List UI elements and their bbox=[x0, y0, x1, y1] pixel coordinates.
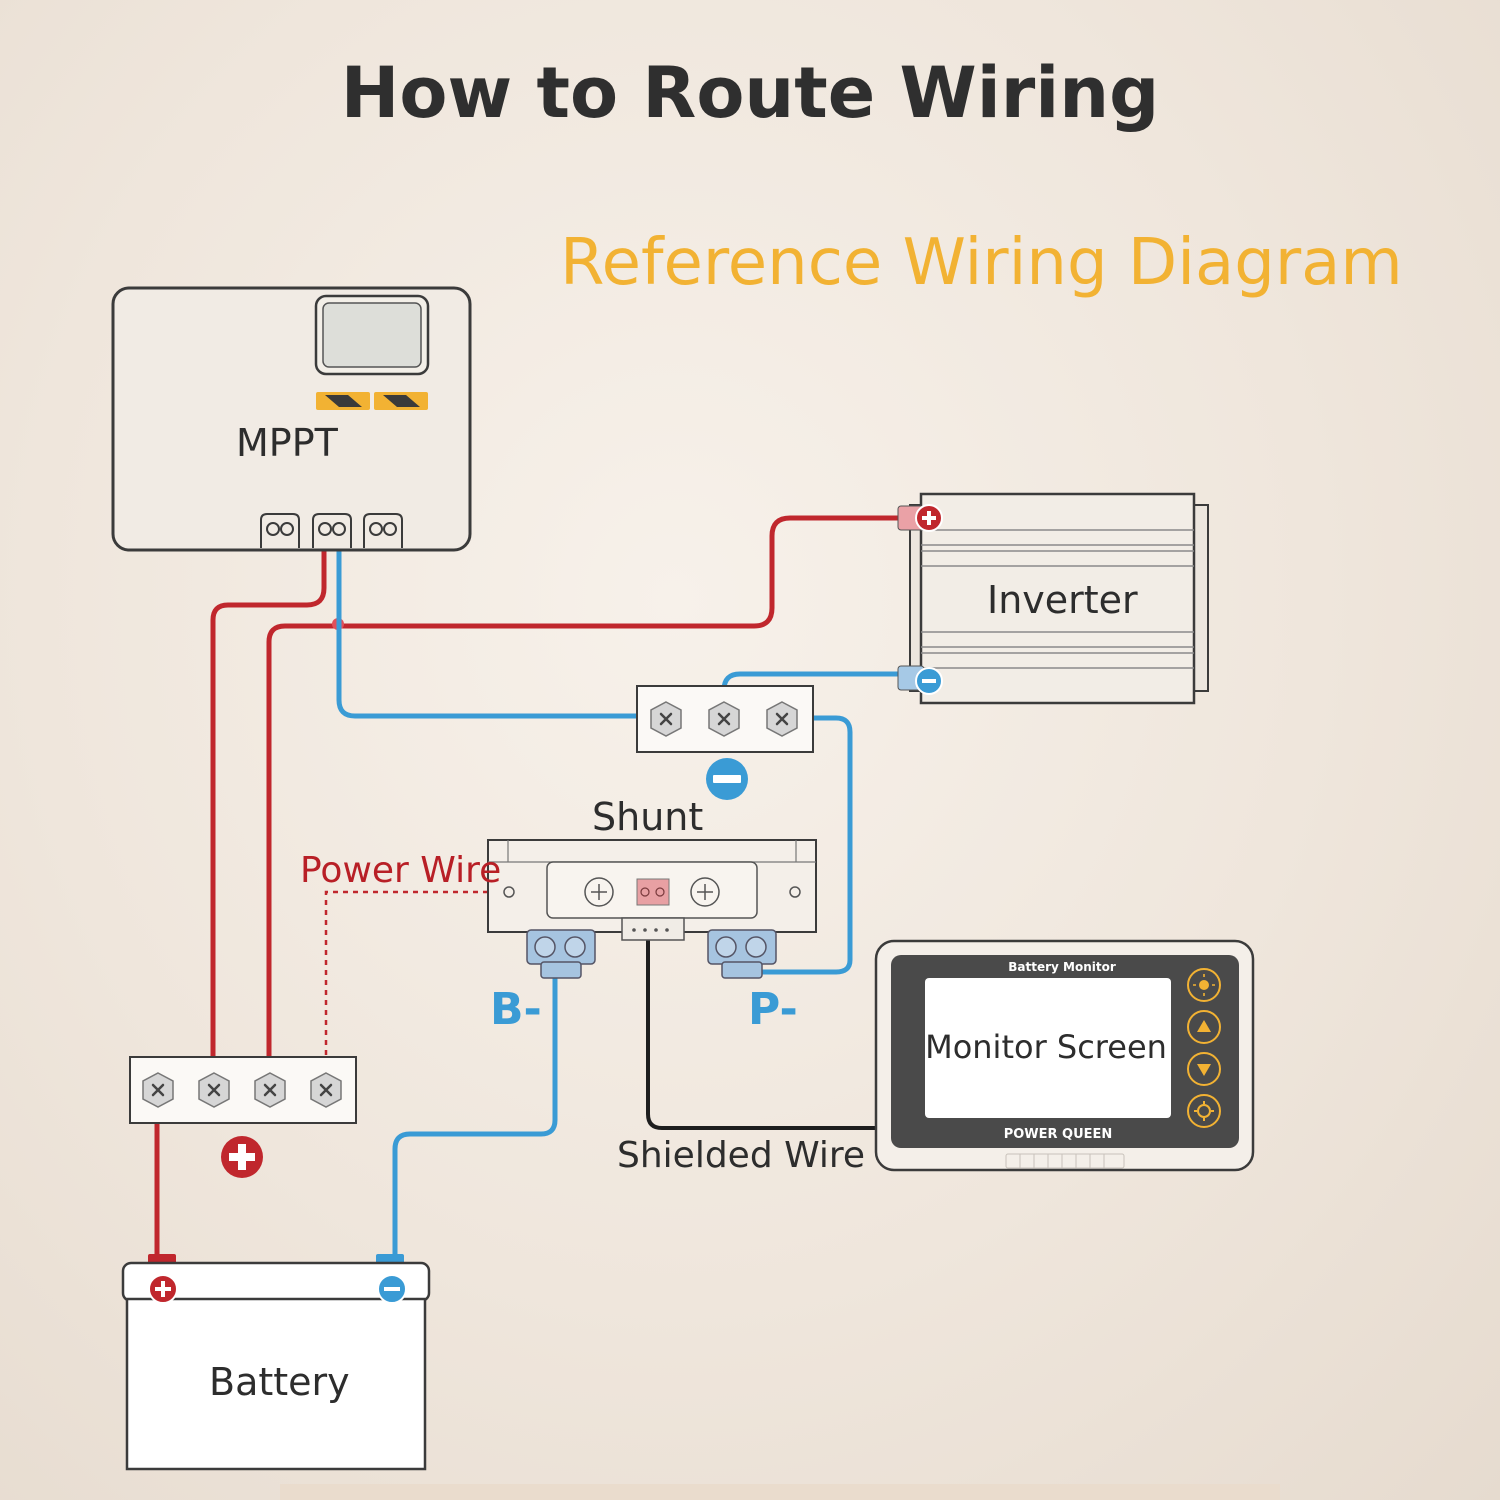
shunt-p-wire bbox=[757, 715, 853, 975]
mppt-label: MPPT bbox=[236, 421, 339, 465]
positive-busbar bbox=[129, 1056, 357, 1178]
battery-label: Battery bbox=[209, 1360, 350, 1404]
minus-icon bbox=[706, 758, 748, 800]
monitor-screen bbox=[925, 978, 1171, 1118]
minus-icon bbox=[377, 1274, 407, 1304]
power-wire-dotted bbox=[324, 890, 645, 1075]
mppt-controller: MPPT bbox=[111, 286, 472, 552]
up-arrow-icon bbox=[1187, 1010, 1221, 1044]
background-shelf bbox=[280, 1484, 1280, 1500]
monitor-vent bbox=[1005, 1153, 1125, 1169]
inverter-positive-wire bbox=[266, 515, 903, 1075]
shielded-wire-label: Shielded Wire bbox=[617, 1135, 865, 1176]
p-minus-label: P- bbox=[748, 984, 798, 1035]
mppt-buttons bbox=[316, 392, 428, 410]
shunt-label: Shunt bbox=[592, 795, 703, 839]
negative-busbar bbox=[636, 685, 814, 800]
diagram-subtitle: Reference Wiring Diagram bbox=[560, 226, 1403, 300]
mppt-terminals bbox=[260, 513, 403, 548]
inverter: Inverter bbox=[897, 492, 1209, 705]
page-title: How to Route Wiring bbox=[340, 52, 1160, 134]
positive-wires bbox=[154, 515, 903, 1259]
shielded-wire bbox=[646, 938, 880, 1130]
minus-icon bbox=[915, 667, 943, 695]
monitor-brand: POWER QUEEN bbox=[1004, 1127, 1113, 1142]
battery: Battery bbox=[121, 1254, 431, 1471]
shunt-p-terminal bbox=[707, 929, 777, 979]
mppt-positive-wire bbox=[210, 535, 327, 1075]
sun-icon bbox=[1187, 968, 1221, 1002]
monitor-header: Battery Monitor bbox=[1008, 960, 1116, 974]
monitor-screen-label: Monitor Screen bbox=[925, 1028, 1167, 1066]
shunt: Shunt B- P- bbox=[487, 795, 817, 1035]
mppt-negative-wire bbox=[336, 535, 655, 719]
plus-icon bbox=[221, 1136, 263, 1178]
shunt-b-terminal bbox=[526, 929, 596, 979]
battery-monitor: Battery Monitor Monitor Screen POWER QUE… bbox=[874, 939, 1255, 1172]
power-wire-label: Power Wire bbox=[300, 850, 501, 891]
plus-icon bbox=[148, 1274, 178, 1304]
plus-icon bbox=[915, 504, 943, 532]
down-arrow-icon bbox=[1187, 1052, 1221, 1086]
gear-icon bbox=[1187, 1094, 1221, 1128]
shunt-data-port bbox=[621, 917, 685, 941]
inverter-label: Inverter bbox=[987, 578, 1138, 622]
monitor-buttons bbox=[1187, 968, 1221, 1128]
shunt-b-wire bbox=[392, 972, 558, 1259]
b-minus-label: B- bbox=[490, 984, 542, 1035]
